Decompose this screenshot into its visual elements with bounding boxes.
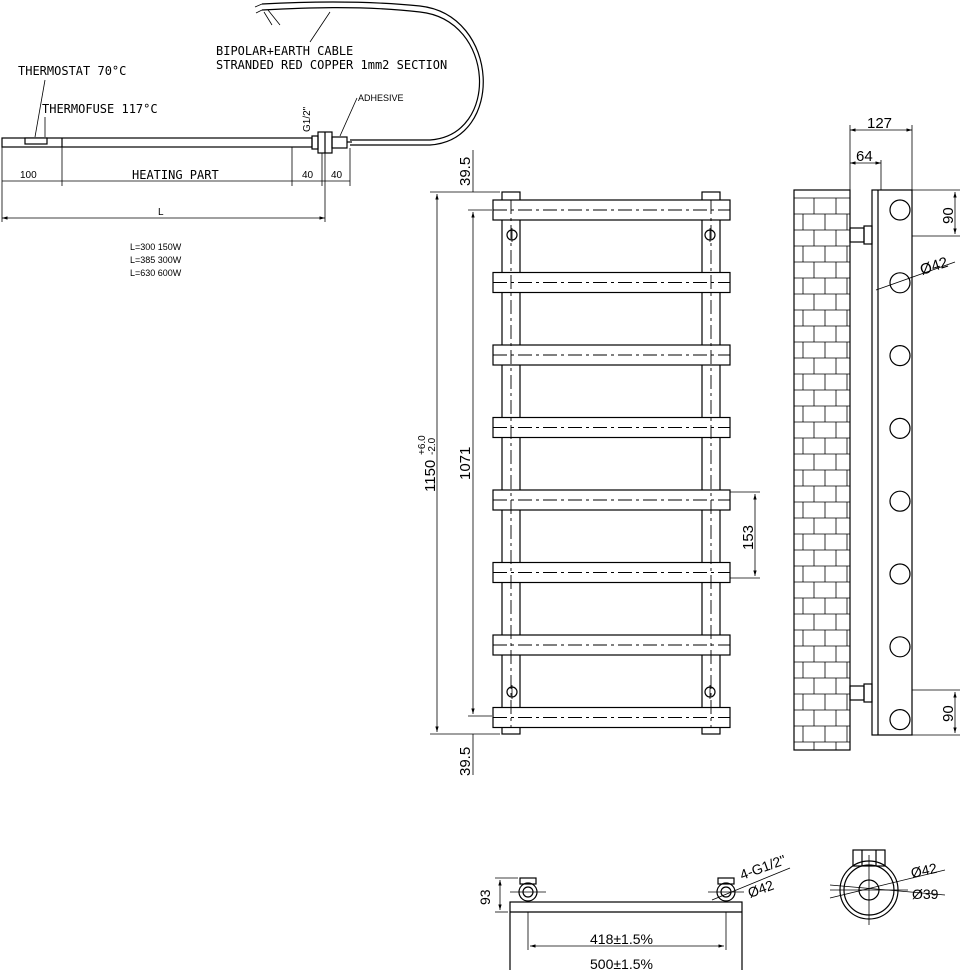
- rail-section-7: [889, 636, 911, 658]
- dim-side-dia: Ø42: [918, 254, 950, 279]
- thread-label: G1/2": [302, 106, 313, 132]
- detail-d42: Ø42: [909, 860, 938, 881]
- left-valve: [510, 877, 546, 902]
- dim-L: L: [158, 207, 164, 218]
- detail-d39: Ø39: [912, 886, 939, 902]
- rail-section-4: [889, 417, 911, 439]
- mount-holes: [506, 228, 716, 699]
- rails-group: [492, 199, 731, 729]
- bottom-bracket: [849, 685, 865, 701]
- tol-minus: -2.0: [427, 437, 438, 455]
- left-column: [501, 191, 521, 735]
- heating-part-label: HEATING PART: [132, 168, 219, 182]
- cable-label-1: BIPOLAR+EARTH CABLE: [216, 44, 353, 58]
- rail-section-3: [889, 345, 911, 367]
- dim-40-a: 40: [302, 170, 314, 181]
- dim-93: 93: [477, 889, 493, 905]
- dim-40-b: 40: [331, 170, 343, 181]
- bottom-dia: Ø42: [746, 877, 777, 901]
- top-bracket: [849, 227, 865, 243]
- spec-line-2: L=385 300W: [130, 255, 182, 265]
- thermostat-block: [24, 137, 48, 145]
- dim-overall: 1150: [422, 460, 439, 492]
- spec-line-1: L=300 150W: [130, 242, 182, 252]
- dim-centers: 1071: [457, 447, 474, 480]
- right-valve: [708, 877, 744, 902]
- dim-bottom-90: 90: [940, 705, 957, 722]
- cable-label-2: STRANDED RED COPPER 1mm2 SECTION: [216, 58, 447, 72]
- dim-127: 127: [867, 115, 892, 132]
- brick-pattern: [794, 197, 850, 750]
- dim-top-90: 90: [940, 207, 957, 224]
- detail-view: Ø42 Ø39: [829, 849, 946, 925]
- bottom-view: 93 4-G1/2" Ø42 418±1.5% 500±1.5%: [477, 851, 791, 970]
- heating-element-view: THERMOSTAT 70°C THERMOFUSE 117°C BIPOLAR…: [1, 1, 484, 278]
- spec-line-3: L=630 600W: [130, 268, 182, 278]
- rail-section-8: [889, 708, 911, 731]
- dim-top-gap: 39.5: [457, 157, 474, 186]
- rail-section-1: [889, 199, 911, 221]
- heating-rod: [1, 137, 313, 148]
- cable: [261, 7, 481, 141]
- front-view: 39.5 39.5 1150 +6.0 -2.0 1071 153: [417, 150, 760, 776]
- rail-section-6: [889, 563, 911, 585]
- adhesive-label: ADHESIVE: [358, 93, 404, 103]
- conn-label: 4-G1/2": [738, 851, 788, 882]
- dim-100: 100: [20, 170, 37, 181]
- rail-sections: [889, 199, 911, 731]
- dim-pitch: 153: [740, 525, 757, 550]
- side-bars: [871, 189, 913, 736]
- dim-64: 64: [856, 148, 873, 165]
- dim-bottom-gap: 39.5: [457, 747, 474, 776]
- side-view: 127 64 90 90 Ø42: [793, 115, 960, 751]
- thermostat-label: THERMOSTAT 70°C: [18, 64, 126, 78]
- dim-418: 418±1.5%: [590, 931, 653, 947]
- right-column: [701, 191, 721, 735]
- rail-section-2: [889, 272, 911, 294]
- rail-section-5: [889, 490, 911, 512]
- dim-500: 500±1.5%: [590, 956, 653, 970]
- tol-plus: +6.0: [417, 435, 428, 455]
- thermofuse-label: THERMOFUSE 117°C: [42, 102, 158, 116]
- bottom-bar: [509, 901, 743, 970]
